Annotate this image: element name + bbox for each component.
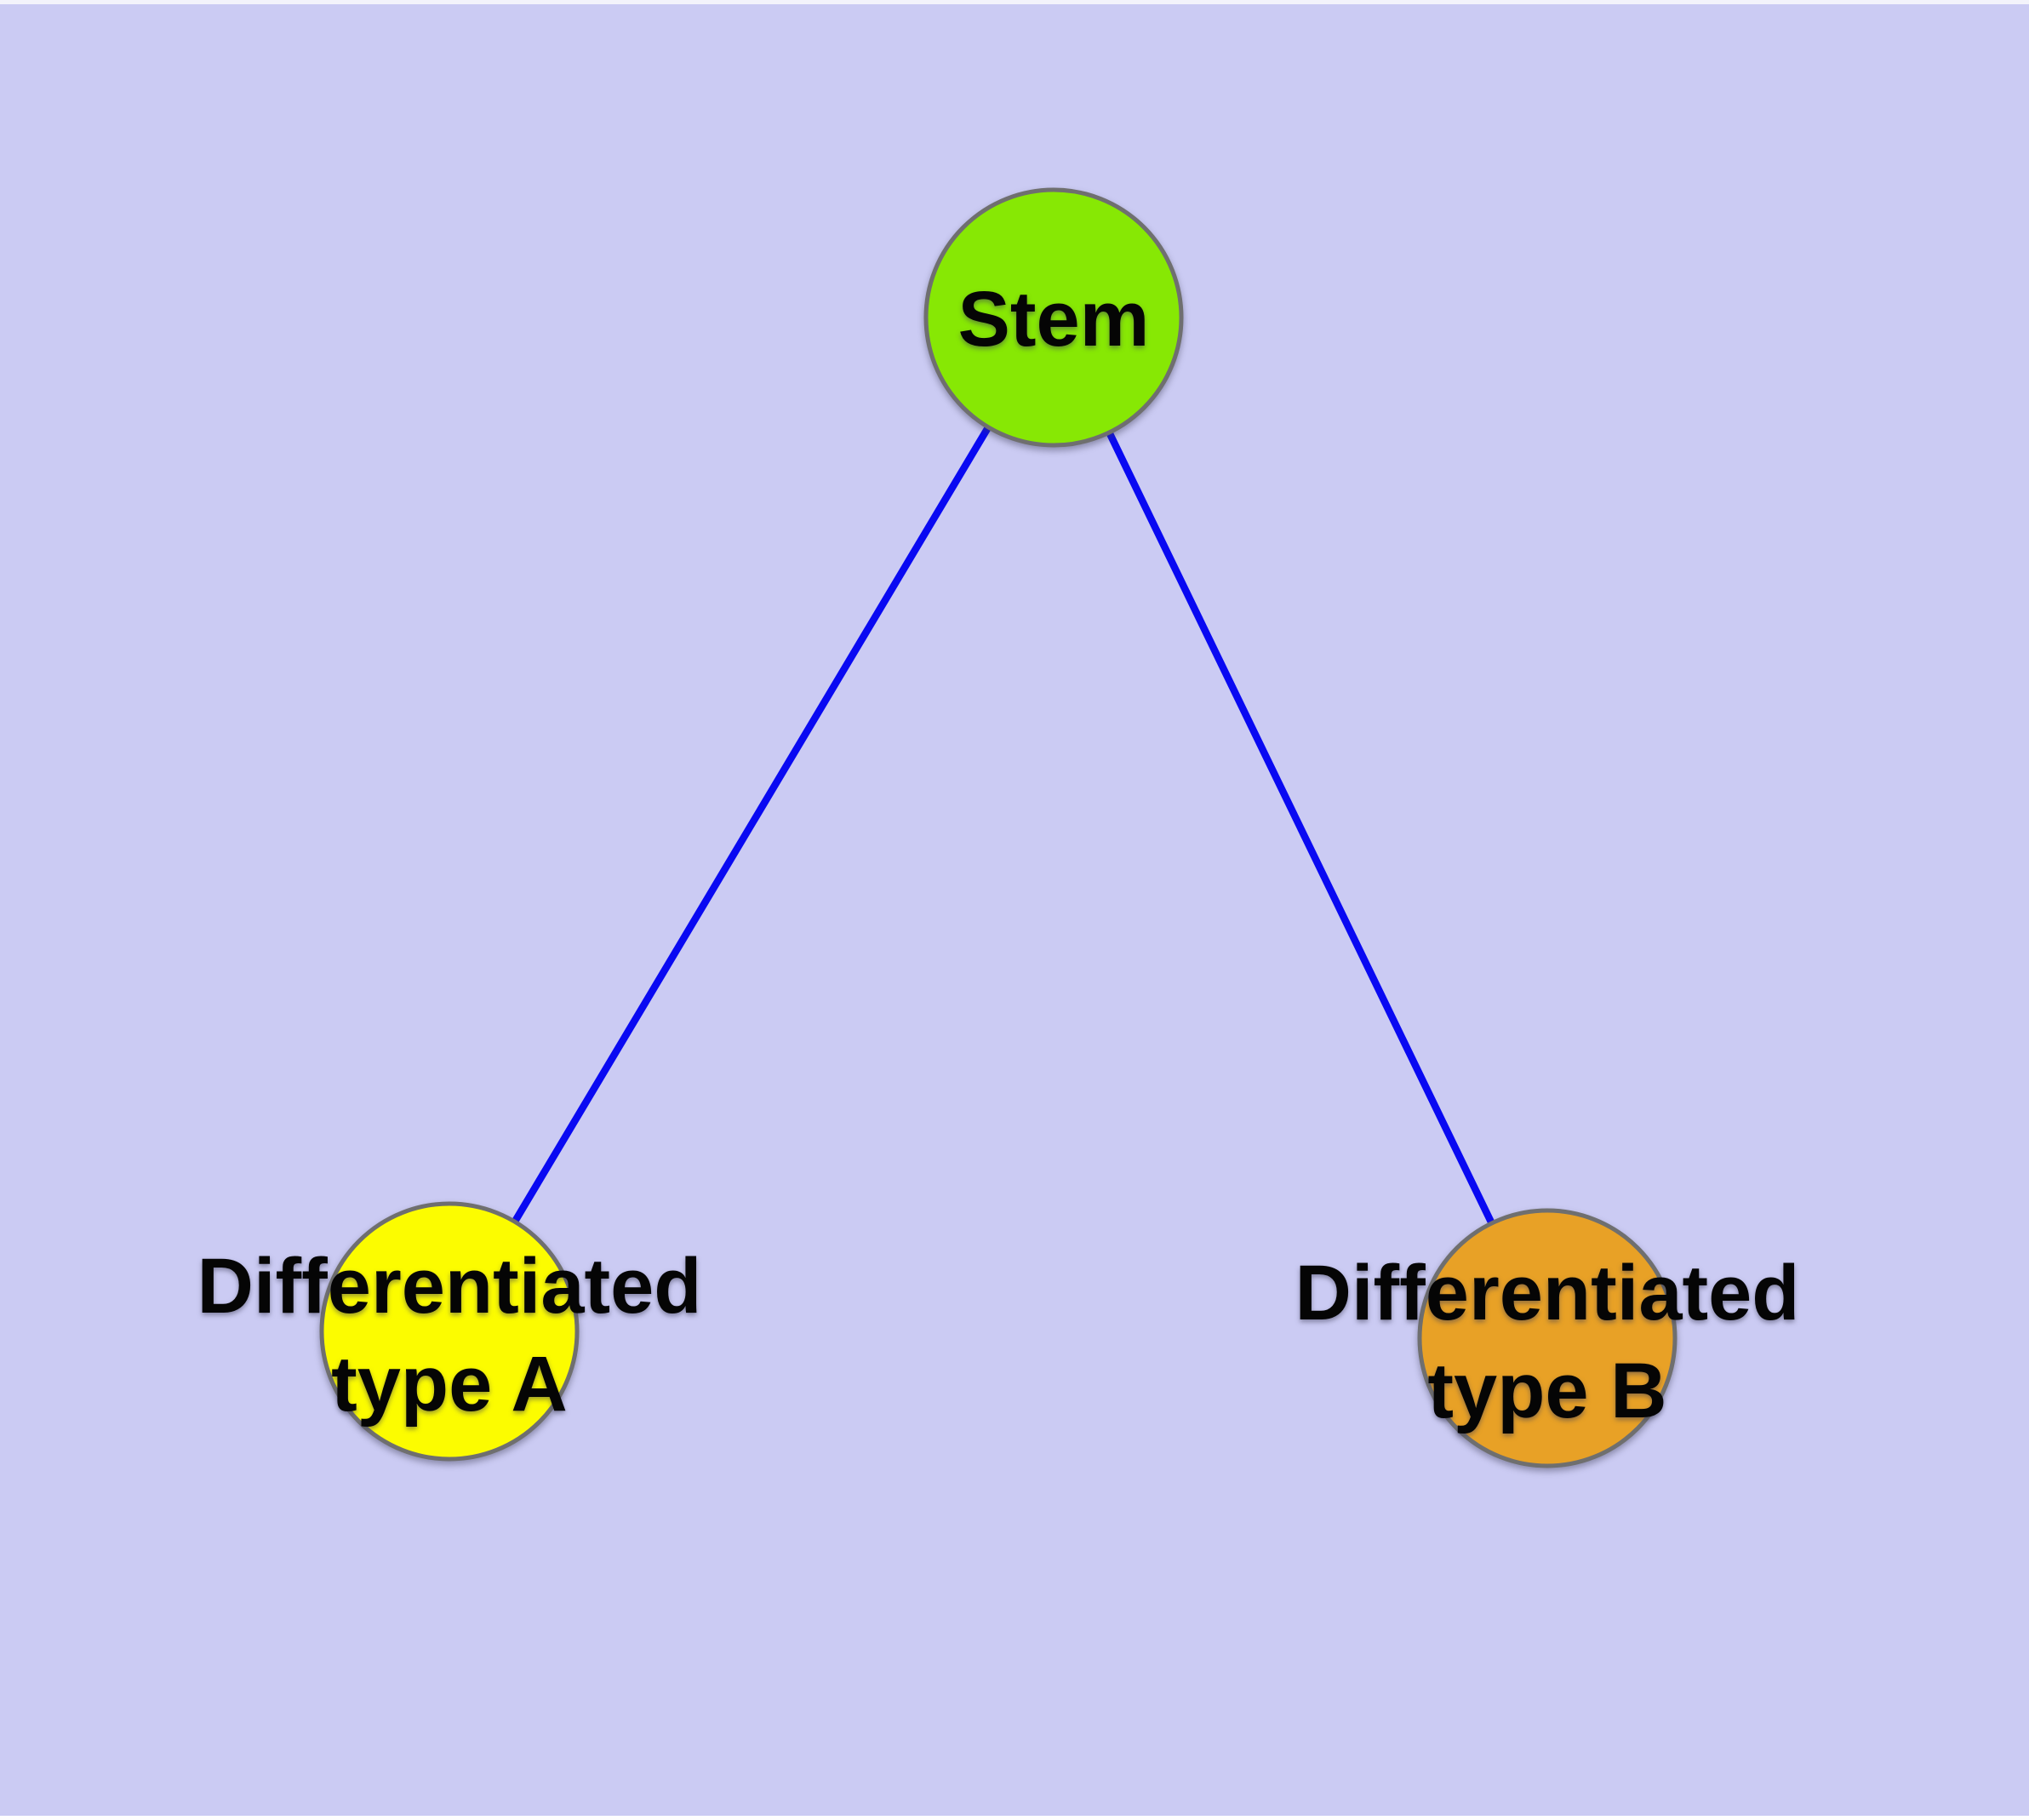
edge-layer	[445, 313, 1552, 1342]
window-edge-top	[0, 0, 2029, 4]
edge-stem-to-type-b	[1049, 313, 1552, 1342]
node-stem-label: Stem	[958, 276, 1150, 363]
node-differentiated-type-a-label-line1: Differentiated	[197, 1243, 702, 1330]
node-differentiated-type-a-label-line2: type A	[331, 1341, 568, 1428]
node-differentiated-type-b-circle[interactable]	[1417, 1208, 1677, 1468]
node-stem: Stem	[923, 187, 1184, 448]
window-edge-bottom	[0, 1816, 2029, 1820]
node-stem-circle[interactable]	[923, 187, 1184, 448]
node-differentiated-type-b: Differentiated type B	[1295, 1208, 1800, 1468]
node-differentiated-type-a-circle[interactable]	[319, 1201, 580, 1462]
node-differentiated-type-b-label-line2: type B	[1427, 1348, 1666, 1434]
node-differentiated-type-a: Differentiated type A	[197, 1201, 702, 1462]
node-differentiated-type-b-label-line1: Differentiated	[1295, 1250, 1800, 1336]
edge-stem-to-type-a	[445, 313, 1058, 1336]
